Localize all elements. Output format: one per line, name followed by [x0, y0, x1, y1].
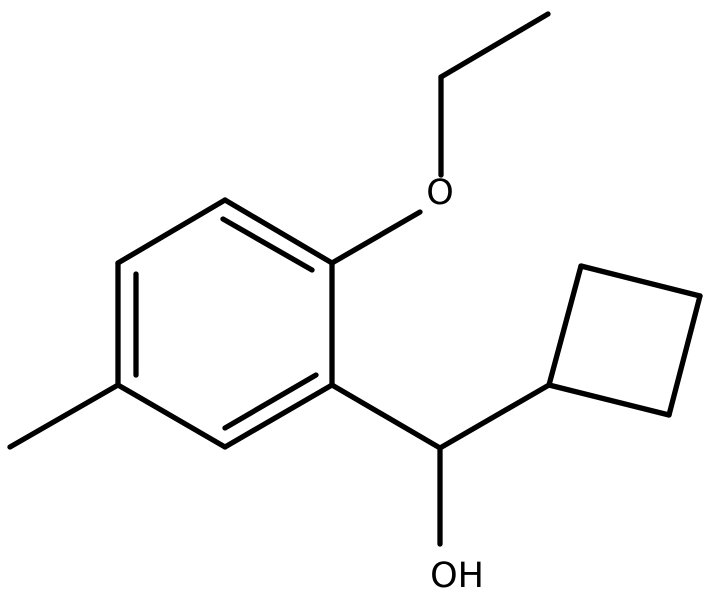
bond-ring-c2-c3 [115, 197, 228, 266]
bond-ring-c4-c5 [115, 382, 228, 450]
cyclobutane-ring [437, 263, 703, 451]
bond-cb-4-1 [546, 382, 672, 418]
bond-cb-2-3 [578, 263, 703, 299]
ether-oxygen-label: O [426, 173, 454, 213]
bond-cb-1-2 [546, 263, 584, 388]
bond-carbinol-to-cyclobutyl [437, 382, 552, 451]
bond-cb-3-4 [666, 293, 703, 418]
bond-ring-c1-c2-inner [220, 216, 315, 273]
bond-ring-c5-c6-inner [222, 372, 319, 431]
bond-ring-c1-c2 [222, 197, 335, 266]
carbinol-group: OH [329, 382, 484, 596]
ethoxy-group: O [329, 11, 551, 266]
bond-ring-c5-c6 [222, 382, 335, 450]
bond-ring-to-carbinol [329, 382, 443, 451]
bond-methyl [7, 382, 121, 450]
bond-ch2-to-ch3 [438, 11, 551, 80]
benzene-ring [115, 197, 335, 450]
bond-ring-to-oxygen [329, 209, 423, 266]
hydroxyl-label: OH [430, 556, 484, 596]
